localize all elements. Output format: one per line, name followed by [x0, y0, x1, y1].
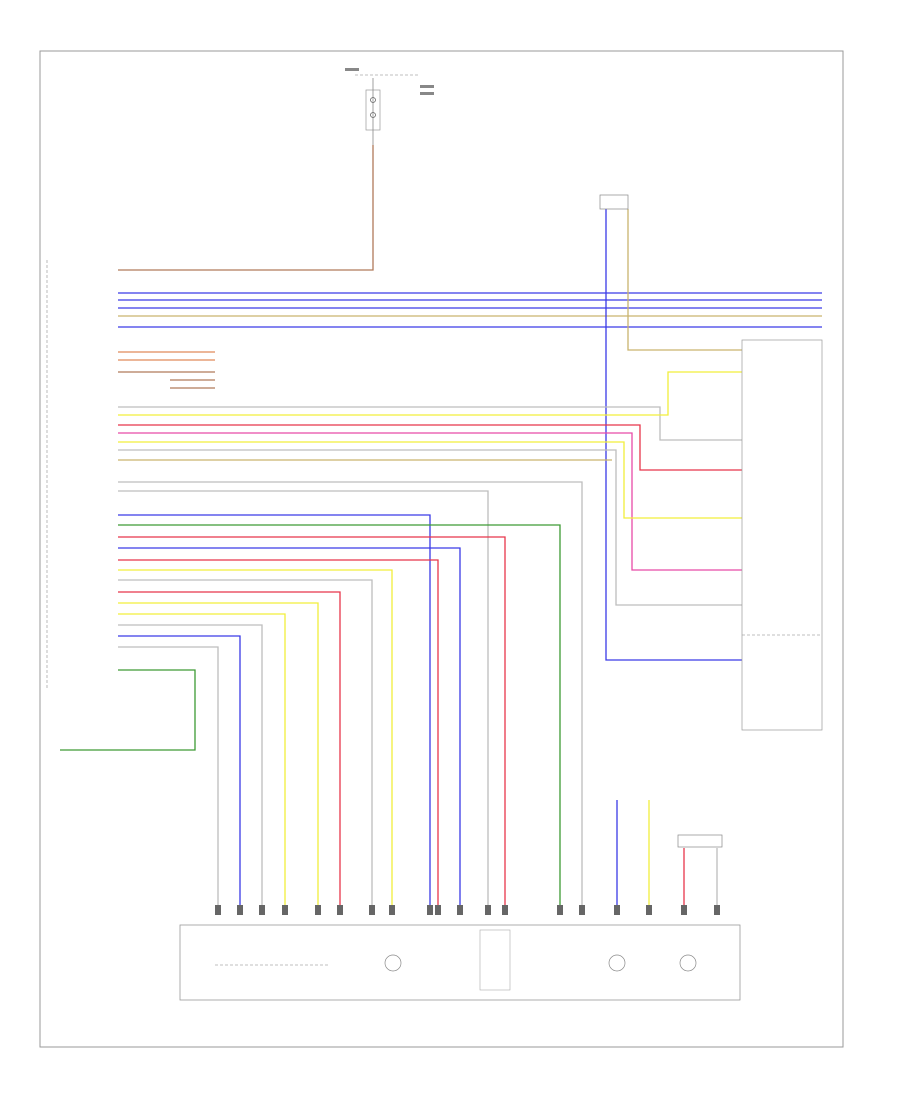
bottom-sub-box	[479, 929, 511, 991]
fuse-box-label	[345, 68, 359, 71]
connector-pin-9	[427, 905, 433, 915]
wire-drop-blue-1	[118, 514, 431, 910]
connector-pin-18	[681, 905, 687, 915]
wire-right-gray-1	[118, 406, 742, 441]
connector-pin-4	[282, 905, 288, 915]
wire-right-pink	[118, 432, 742, 571]
fuse-contact-1	[370, 97, 376, 103]
connector-pin-17	[646, 905, 652, 915]
wire-right-red	[118, 424, 742, 471]
connector-pin-14	[557, 905, 563, 915]
wire-right-yellow-1	[118, 371, 742, 416]
bottom-lamp-2	[608, 954, 626, 972]
wire-drop-yellow-3	[118, 613, 286, 910]
wire-drop-red-2	[118, 559, 439, 910]
bottom-module	[179, 924, 741, 1001]
wire-right-yellow-2	[118, 441, 742, 519]
wire-drop-yellow-2	[118, 602, 319, 910]
fuse-contact-2	[370, 112, 376, 118]
wire-drop-red-3	[118, 591, 341, 910]
wire-drop-gray-5	[118, 646, 219, 910]
wire-drop-gray-4	[118, 624, 263, 910]
connector-pin-5	[315, 905, 321, 915]
connector-pin-16	[614, 905, 620, 915]
connector-pin-6	[337, 905, 343, 915]
wire-ground-green	[60, 669, 196, 751]
ext-switch-box	[599, 194, 629, 210]
wire-drop-red-1	[118, 536, 506, 910]
connector-pin-12	[485, 905, 491, 915]
fuse-label-1	[420, 85, 434, 88]
fuse-label-2	[420, 92, 434, 95]
wire-ext-tan-down	[627, 209, 742, 351]
wire-top-feed-brown	[118, 145, 374, 271]
connector-pin-7	[369, 905, 375, 915]
wire-ext-blue-down	[605, 209, 742, 661]
wire-drop-blue-3	[118, 635, 241, 910]
connector-pin-13	[502, 905, 508, 915]
wire-drop-blue-2	[118, 547, 461, 910]
diagram-border	[39, 50, 844, 1048]
connector-pin-1	[215, 905, 221, 915]
connector-pin-11	[457, 905, 463, 915]
wire-drop-gray-2	[118, 490, 489, 910]
right-module	[741, 339, 823, 731]
bottom-lamp-1	[384, 954, 402, 972]
connector-pin-10	[435, 905, 441, 915]
wire-right-gray-2	[118, 449, 742, 606]
bottom-lamp-3	[679, 954, 697, 972]
wire-drop-gray-1	[118, 481, 583, 910]
connector-pin-8	[389, 905, 395, 915]
connector-pin-19	[714, 905, 720, 915]
connector-pin-15	[579, 905, 585, 915]
connector-pin-3	[259, 905, 265, 915]
wire-drop-gray-3	[118, 579, 373, 910]
connector-pin-2	[237, 905, 243, 915]
wire-drop-yellow-1	[118, 569, 393, 910]
bottom-right-switch	[677, 834, 723, 848]
wire-drop-green	[118, 524, 561, 910]
